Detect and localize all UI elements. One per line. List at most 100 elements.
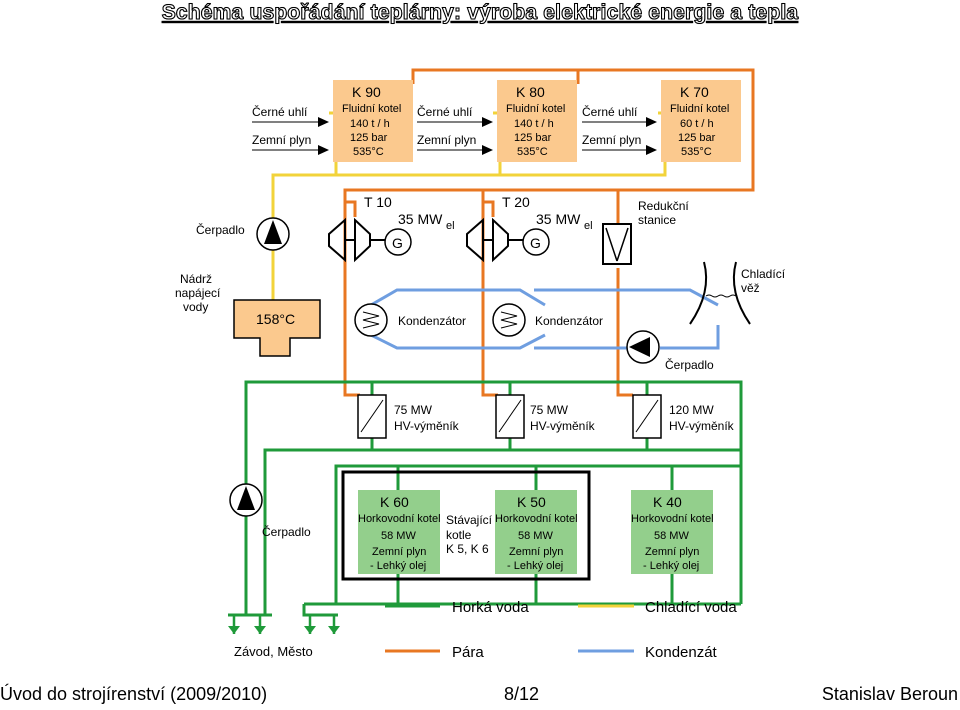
reduction-station: Redukční stanice [602,199,689,265]
legend-label: Pára [452,644,484,661]
fuel-coal-label: Černé uhlí [417,104,473,119]
heat-exchanger-1: 75 MW HV-výměník [357,394,460,439]
steam-line-t20 [483,200,495,217]
boiler-fuel: - Lehký olej [507,560,563,572]
legend-label: Horká voda [452,599,529,616]
boiler-name: K 70 [680,84,709,100]
fuel-gas-label: Zemní plyn [417,133,476,147]
generator-icon [384,228,412,256]
steam-line-t10 [345,200,357,217]
heat-exchanger-2: 75 MW HV-výměník [495,394,596,439]
steam-boiler-k70: K 70 Fluidní kotel 60 t / h 125 bar 535°… [661,80,741,162]
fuel-coal-label: Černé uhlí [582,104,638,119]
turbine-icon [354,217,371,263]
reduction-label: stanice [638,213,676,227]
boiler-flow: 140 t / h [514,118,554,130]
boiler-pressure: 125 bar [678,132,716,144]
boiler-fuel: - Lehký olej [643,560,699,572]
condenser-1: Kondenzátor [354,303,466,337]
heating-plant-diagram: Závod, Město K 90 Fluidní kotel 140 t / … [175,68,786,661]
fuel-gas-label: Zemní plyn [252,133,311,147]
exchanger-label: HV-výměník [530,419,596,433]
turbine-power: 35 MW [536,211,581,227]
hot-water-boiler-k50: K 50 Horkovodní kotel 58 MW Zemní plyn -… [495,490,578,574]
legend-label: Chladící voda [645,599,737,616]
boiler-name: K 50 [517,494,546,510]
turbine-icon [492,217,509,263]
feedwater-line [271,155,338,218]
turbine-name: T 20 [502,194,530,210]
legend-label: Kondenzát [645,644,718,661]
cooling-tower-icon [689,261,751,325]
turbine-t10: T 10 35 MW el G [328,194,455,263]
condenser-icon [354,303,388,337]
boiler-power: 58 MW [518,530,553,542]
boiler-name: K 80 [516,84,545,100]
existing-boilers-frame [341,470,591,581]
turbine-power-sub: el [584,220,593,232]
turbine-power-sub: el [446,220,455,232]
existing-boilers-text: Stávající [446,513,493,527]
boiler-fuel: Zemní plyn [509,546,563,558]
boiler-power: 58 MW [654,530,689,542]
consumer-arrows [228,615,340,634]
footer: Úvod do strojírenství (2009/2010) 8/12 S… [0,684,960,710]
footer-page-number: 8/12 [504,684,540,704]
steam-header-line [411,68,580,84]
boiler-flow: 60 t / h [680,118,714,130]
exchanger-power: 75 MW [530,403,569,417]
cooling-tower-label: Chladící [741,267,786,281]
feed-pump: Čerpadlo [196,217,290,251]
existing-boilers-text: K 5, K 6 [446,542,489,556]
boiler-temp: 535°C [517,146,548,158]
turbine-icon [466,217,484,263]
boiler-pressure: 125 bar [514,132,552,144]
pump-label: Čerpadlo [665,357,714,372]
fuel-coal-label: Černé uhlí [252,104,308,119]
boiler-fuel: Zemní plyn [645,546,699,558]
turbine-icon [328,217,346,263]
condenser-label: Kondenzátor [398,314,466,328]
hot-water-boiler-k40: K 40 Horkovodní kotel 58 MW Zemní plyn -… [631,490,714,574]
fuel-inputs: Černé uhlí Zemní plyn Černé uhlí Zemní p… [252,104,657,155]
generator-icon [522,228,550,256]
boiler-power: 58 MW [381,530,416,542]
turbine-power: 35 MW [398,211,443,227]
tank-icon [233,299,321,357]
consumers-label: Závod, Město [234,644,313,659]
boiler-name: K 60 [380,494,409,510]
footer-course: Úvod do strojírenství (2009/2010) [0,684,268,704]
steam-line-hx1 [343,300,360,397]
boiler-flow: 140 t / h [350,118,390,130]
footer-author: Stanislav Beroun [821,684,958,704]
feedwater-tank: Nádrž napájecí vody 158°C [175,272,321,357]
steam-boiler-k90: K 90 Fluidní kotel 140 t / h 125 bar 535… [333,80,413,162]
condenser-icon [492,303,526,337]
boiler-temp: 535°C [353,146,384,158]
cooling-pump: Čerpadlo [626,330,714,372]
boiler-type: Fluidní kotel [670,103,729,115]
page-title: Schéma uspořádání teplárny: výroba elekt… [161,1,799,25]
cooling-tower-label: věž [741,281,760,295]
boiler-fuel: - Lehký olej [370,560,426,572]
steam-line-hx2 [481,300,498,397]
existing-boilers-label: Stávající kotle K 5, K 6 [446,513,493,556]
boiler-name: K 40 [653,494,682,510]
tank-label: napájecí [175,286,221,300]
generator-label: G [392,235,403,251]
turbine-t20: T 20 35 MW el G [466,194,593,263]
boiler-fuel: Zemní plyn [372,546,426,558]
pump-label: Čerpadlo [196,222,245,237]
existing-boilers-text: kotle [446,528,472,542]
boiler-type: Fluidní kotel [506,103,565,115]
condensate-line [370,333,546,350]
hot-water-return-line [263,448,740,615]
fuel-gas-label: Zemní plyn [582,133,641,147]
condensate-line [660,325,720,350]
condensate-line [370,288,546,307]
hot-water-boiler-line [334,464,743,604]
reduction-label: Redukční [638,199,689,213]
condensate-lines [370,288,720,350]
exchanger-power: 120 MW [669,403,714,417]
boiler-type: Horkovodní kotel [495,513,578,525]
